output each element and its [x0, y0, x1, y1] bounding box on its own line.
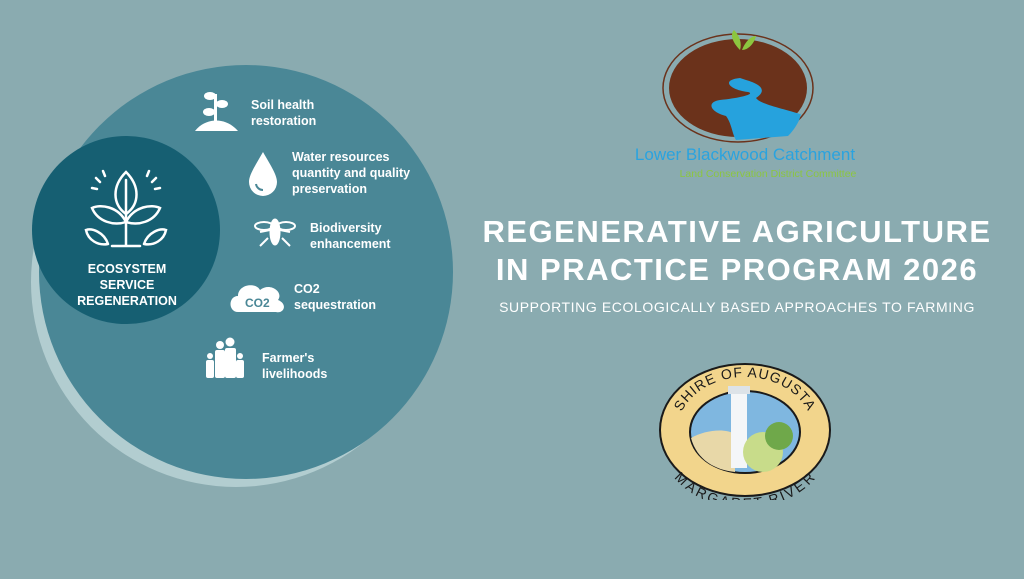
item-water-label: Water resources quantity and quality pre…	[292, 150, 411, 196]
item-co2-label: CO2 sequestration	[294, 282, 376, 312]
lower-blackwood-name: Lower Blackwood Catchment	[634, 145, 856, 164]
lower-blackwood-subtitle: Land Conservation District Committee	[679, 168, 857, 180]
family-icon	[206, 337, 244, 378]
bee-icon	[254, 218, 296, 247]
svg-text:CO2: CO2	[245, 296, 270, 310]
ecosystem-diagram: CO2	[31, 65, 453, 487]
plant-sprout-icon	[84, 169, 168, 248]
page-title-line1: REGENERATIVE AGRICULTURE	[482, 214, 992, 249]
lower-blackwood-logo	[662, 30, 814, 143]
soil-plant-icon	[195, 92, 238, 131]
page-subtitle: SUPPORTING ECOLOGICALLY BASED APPROACHES…	[499, 299, 975, 315]
water-drop-icon	[249, 152, 277, 196]
item-farmers-label: Farmer's livelihoods	[262, 351, 328, 381]
co2-cloud-icon: CO2	[230, 285, 284, 313]
page-title-line2: IN PRACTICE PROGRAM 2026	[495, 252, 979, 287]
hub-label: ECOSYSTEM SERVICE REGENERATION	[77, 262, 177, 308]
item-soil-label: Soil health restoration	[251, 98, 317, 128]
item-biodiversity-label: Biodiversity enhancement	[310, 221, 391, 251]
shire-of-augusta-seal: SHIRE OF AUGUSTA MARGARET RIVER	[659, 363, 831, 500]
